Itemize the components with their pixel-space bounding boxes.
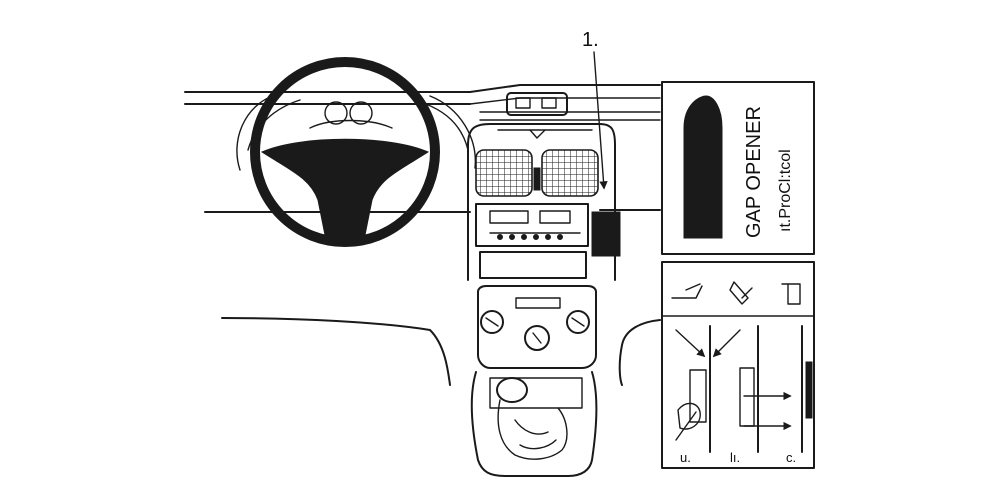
step-a-label: u. <box>680 450 691 465</box>
storage-tray <box>479 251 587 279</box>
pen-icon <box>729 281 753 305</box>
instruction-panel: u. lı. c. <box>661 261 815 469</box>
gap-opener-tool-icon <box>683 95 723 239</box>
callout-1: 1. <box>582 29 608 190</box>
hazard-switch <box>533 167 541 191</box>
step-c: c. <box>786 325 813 465</box>
tool-panel-title: GAP OPENER <box>743 106 765 238</box>
gear-knob <box>496 377 528 403</box>
center-console <box>467 123 621 477</box>
pry-tool-icon <box>671 283 703 299</box>
top-vent <box>506 92 568 116</box>
callout-number: 1. <box>582 29 599 51</box>
step-c-label: c. <box>786 450 796 465</box>
step-b-label: lı. <box>730 450 740 465</box>
tool-panel-subtitle: ıt.ProCl:tcol <box>777 149 794 232</box>
left-air-vent <box>475 149 533 197</box>
left-climate-knob <box>480 310 504 334</box>
tool-panel: GAP OPENER ıt.ProCl:tcol <box>661 81 815 255</box>
steering-wheel <box>250 57 440 247</box>
right-air-vent <box>541 149 599 197</box>
right-climate-knob <box>566 310 590 334</box>
clip-icon <box>781 283 801 305</box>
radio-unit <box>475 203 589 247</box>
device-mount-bracket <box>591 211 621 257</box>
step-b: lı. <box>730 325 792 465</box>
step-a: u. <box>675 325 741 465</box>
center-climate-knob <box>524 325 550 351</box>
